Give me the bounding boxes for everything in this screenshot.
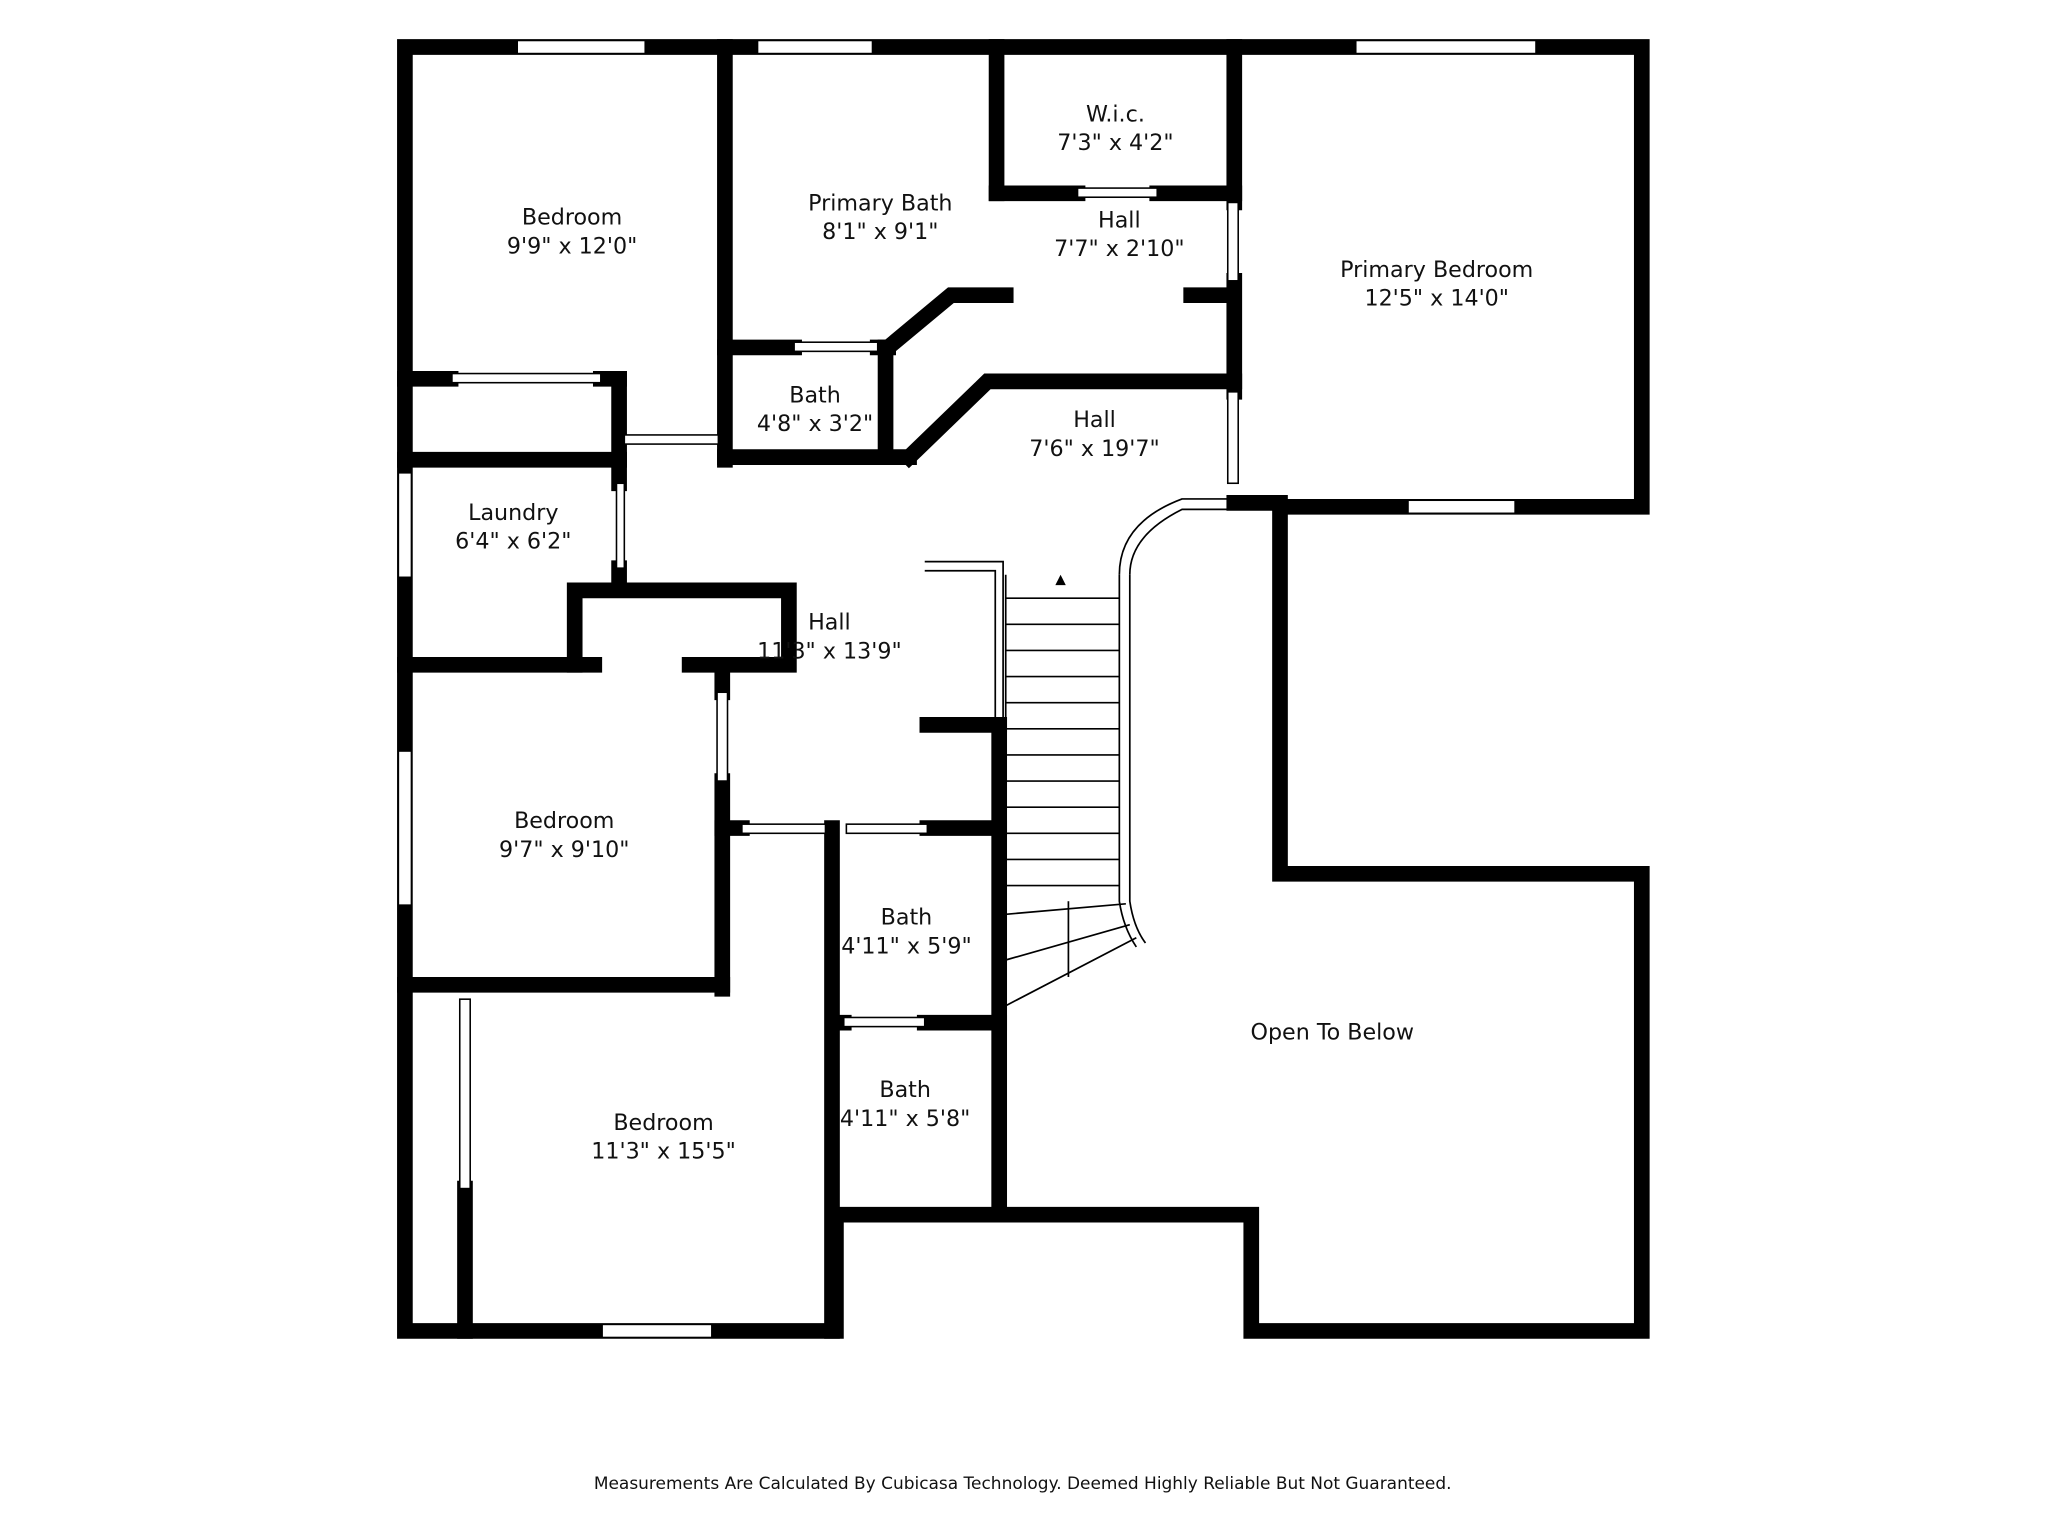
room-labels: Bedroom 9'9" x 12'0" Primary Bath 8'1" x… (455, 101, 1533, 1164)
room-size: 6'4" x 6'2" (455, 529, 571, 555)
room-name: Hall (1073, 407, 1116, 433)
room-name: Bath (879, 1077, 931, 1103)
room-name: Bedroom (613, 1110, 713, 1136)
room-name: Open To Below (1251, 1020, 1414, 1046)
room-size: 12'5" x 14'0" (1364, 286, 1509, 312)
stairs (924, 498, 1228, 1007)
room-size: 7'3" x 4'2" (1057, 130, 1173, 156)
room-size: 7'6" x 19'7" (1029, 436, 1159, 462)
room-name: Bedroom (522, 205, 622, 231)
disclaimer: Measurements Are Calculated By Cubicasa … (594, 1474, 1452, 1494)
room-size: 4'11" x 5'9" (841, 933, 971, 959)
room-name: Bath (789, 382, 841, 408)
room-name: Bedroom (514, 808, 614, 834)
room-size: 7'7" x 2'10" (1054, 236, 1184, 262)
room-name: Laundry (468, 500, 558, 526)
walls (397, 39, 1650, 1339)
room-name: Hall (1098, 207, 1141, 233)
room-size: 9'7" x 9'10" (499, 837, 629, 863)
room-size: 9'9" x 12'0" (507, 233, 637, 259)
room-name: Hall (808, 610, 851, 636)
windows (397, 39, 1537, 1339)
room-size: 8'1" x 9'1" (822, 219, 938, 245)
room-size: 11'3" x 13'9" (757, 638, 902, 664)
room-size: 4'8" x 3'2" (757, 411, 873, 437)
room-name: Primary Bath (808, 190, 952, 216)
room-name: Primary Bedroom (1340, 257, 1533, 283)
room-size: 4'11" x 5'8" (840, 1106, 970, 1132)
room-size: 11'3" x 15'5" (591, 1139, 736, 1165)
room-name: W.i.c. (1086, 101, 1145, 127)
room-name: Bath (881, 905, 933, 931)
